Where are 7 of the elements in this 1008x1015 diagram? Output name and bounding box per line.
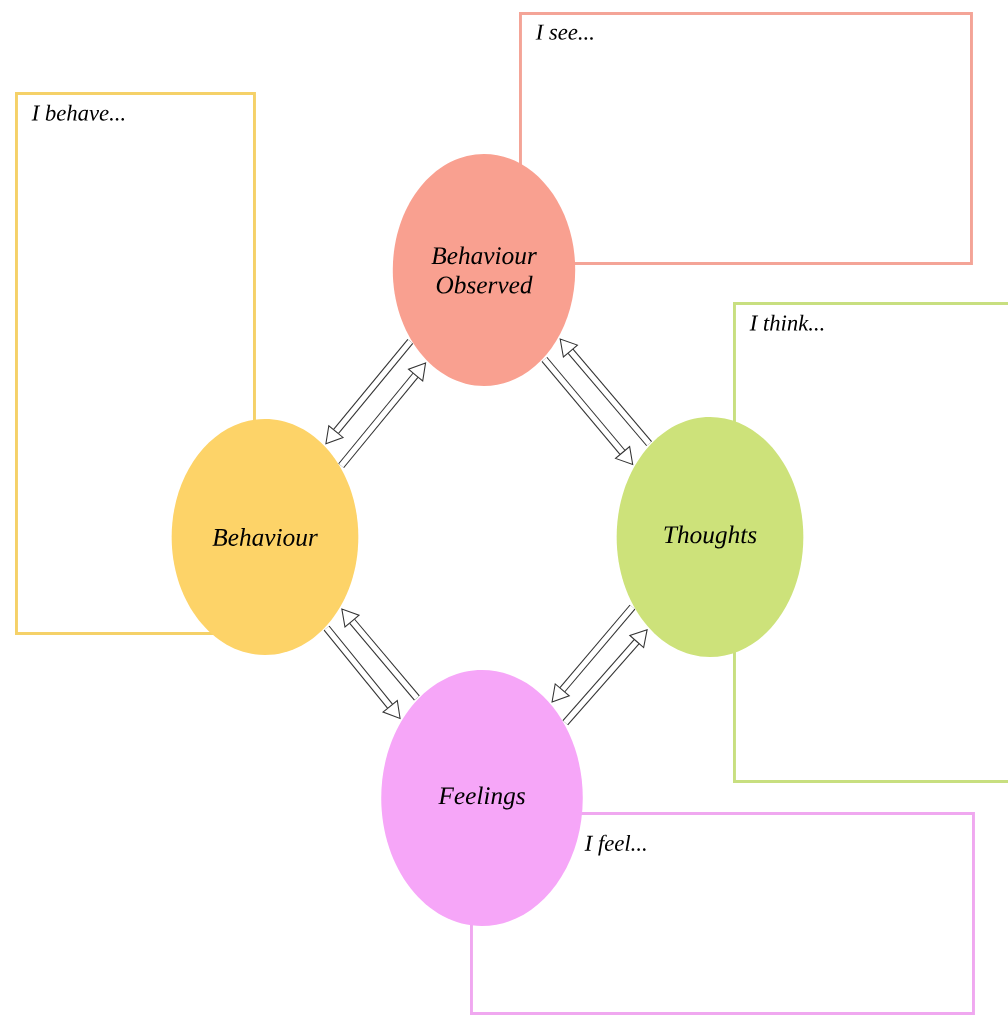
arrow	[323, 625, 401, 720]
arrow	[325, 339, 414, 445]
arrow	[541, 356, 634, 466]
arrow	[551, 604, 636, 703]
arrow	[338, 362, 427, 469]
arrow	[559, 338, 652, 447]
arrow	[341, 608, 420, 701]
